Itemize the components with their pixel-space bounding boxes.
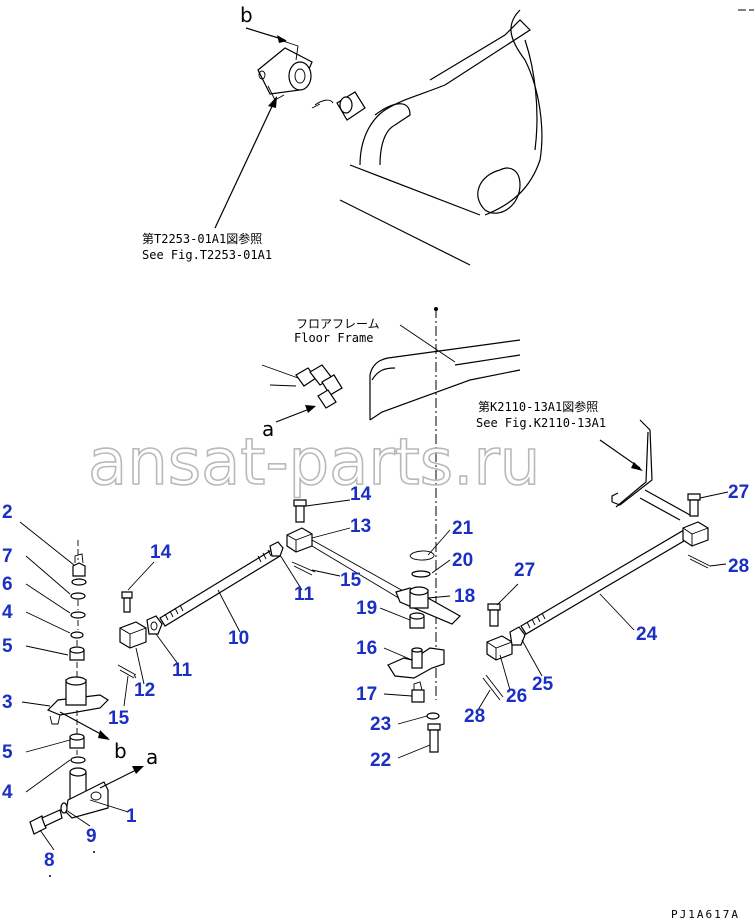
part-number: 27 <box>728 482 749 503</box>
part-number: 25 <box>532 674 554 695</box>
dot-mark <box>49 875 51 877</box>
part-number: 27 <box>514 560 535 581</box>
part-number: 5 <box>2 742 13 763</box>
part-number: 28 <box>464 706 485 727</box>
dot-mark <box>93 851 95 853</box>
leader-a-bottom <box>99 767 141 789</box>
part-number: 15 <box>108 708 130 729</box>
left-assembly <box>29 493 711 835</box>
view-letter-b-bottom: b <box>114 739 127 763</box>
top-cab-assembly <box>257 9 543 266</box>
view-letter-a-bottom: a <box>146 745 158 769</box>
floor-frame <box>261 324 521 421</box>
part-number: 7 <box>2 546 13 567</box>
part-number: 12 <box>134 680 155 701</box>
part-number: 13 <box>350 516 371 537</box>
part-number: 22 <box>370 750 391 771</box>
part-number: 8 <box>44 850 55 871</box>
part-number: 21 <box>452 518 474 539</box>
leader-right-ref <box>599 439 641 469</box>
part-number: 11 <box>294 584 315 605</box>
part-number: 6 <box>2 574 13 595</box>
leader-top-ref <box>214 99 276 229</box>
part-number: 23 <box>370 714 391 735</box>
part-number: 4 <box>2 782 13 803</box>
view-letter-a-mid: a <box>262 417 274 441</box>
right-lever <box>611 419 691 521</box>
floor-frame-en: Floor Frame <box>294 331 373 345</box>
part-number: 5 <box>2 636 13 657</box>
part-number-labels: 2 7 6 4 5 3 5 4 8 9 1 14 12 15 11 10 14 … <box>2 482 749 871</box>
part-number: 14 <box>150 542 172 563</box>
watermark: ansat-parts.ru <box>88 426 540 500</box>
part-number: 26 <box>506 686 527 707</box>
right-ref-jp: 第K2110-13A1図参照 <box>478 399 598 414</box>
part-number: 28 <box>728 556 749 577</box>
top-ref-jp: 第T2253-01A1図参照 <box>142 231 262 246</box>
part-number: 3 <box>2 692 13 713</box>
leader-a-mid <box>275 407 313 423</box>
view-letter-b-top: b <box>240 3 253 27</box>
part-number: 18 <box>454 586 475 607</box>
part-number: 14 <box>350 484 372 505</box>
part-number: 24 <box>636 624 658 645</box>
part-number: 10 <box>228 628 249 649</box>
part-number: 19 <box>356 598 377 619</box>
part-number: 15 <box>340 570 362 591</box>
part-number: 2 <box>2 502 13 523</box>
part-number: 16 <box>356 638 377 659</box>
top-ref-en: See Fig.T2253-01A1 <box>142 248 272 262</box>
part-number: 11 <box>172 660 193 681</box>
floor-frame-jp: フロアフレーム <box>296 317 380 331</box>
part-number: 17 <box>356 684 377 705</box>
right-ref-en: See Fig.K2110-13A1 <box>476 416 606 430</box>
leaders <box>19 491 729 851</box>
part-number: 20 <box>452 550 473 571</box>
part-number: 1 <box>126 806 137 827</box>
drawing-code: PJ1A617A <box>671 908 740 921</box>
part-number: 4 <box>2 602 13 623</box>
part-number: 9 <box>86 826 97 847</box>
